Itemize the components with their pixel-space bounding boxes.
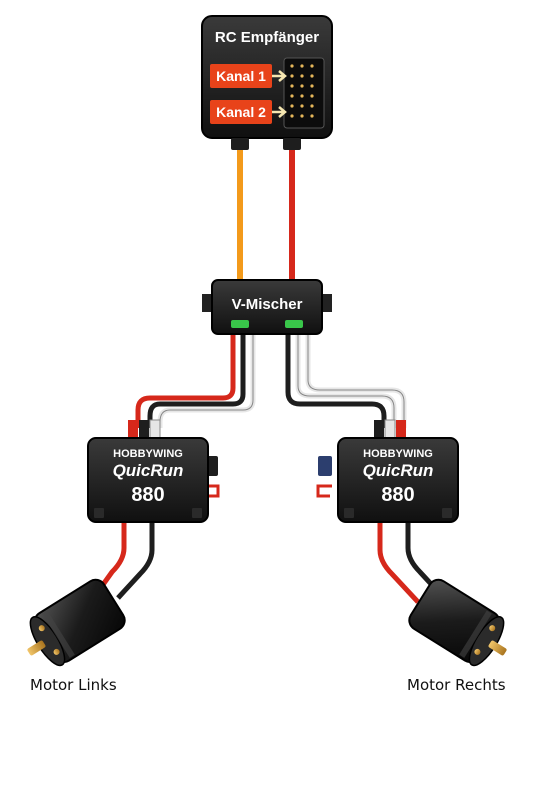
arrow-right-icon [272,70,287,82]
rc-receiver: RC Empfänger Kanal 1 Kanal 2 [201,15,333,150]
esc-left-model: QuicRun [113,461,184,480]
motor-right [408,578,507,667]
receiver-mixer-wires [237,150,295,282]
plug-red [283,138,301,150]
esc-right: HOBBYWING QuicRun 880 [316,419,459,523]
motor-left-caption: Motor Links [30,676,117,694]
esc-right-number: 880 [381,484,414,506]
plug-orange [231,138,249,150]
receiver-pin-header [290,64,314,118]
channel-1-label: Kanal 1 [216,68,266,84]
esc-left: HOBBYWING QuicRun 880 [87,419,220,523]
led-left [231,320,249,328]
mixer-esc-left-wires [135,334,256,428]
receiver-title: RC Empfänger [215,29,319,46]
esc-motor-wires [89,520,446,604]
esc-right-brand: HOBBYWING [363,448,433,460]
channel-2-label: Kanal 2 [216,104,266,120]
motor-left [27,578,126,667]
channel-2-tag: Kanal 2 [210,100,287,124]
motor-left-shaft [27,640,46,656]
esc-right-model: QuicRun [363,461,434,480]
motor-right-shaft [488,640,507,656]
v-mixer: V-Mischer [202,279,332,335]
mixer-label: V-Mischer [232,296,303,313]
mixer-esc-right-wires [285,334,407,428]
motor-right-caption: Motor Rechts [407,676,506,694]
esc-left-brand: HOBBYWING [113,448,183,460]
esc-left-number: 880 [131,484,164,506]
led-right [285,320,303,328]
channel-1-tag: Kanal 1 [210,64,287,88]
arrow-right-icon [272,106,287,118]
